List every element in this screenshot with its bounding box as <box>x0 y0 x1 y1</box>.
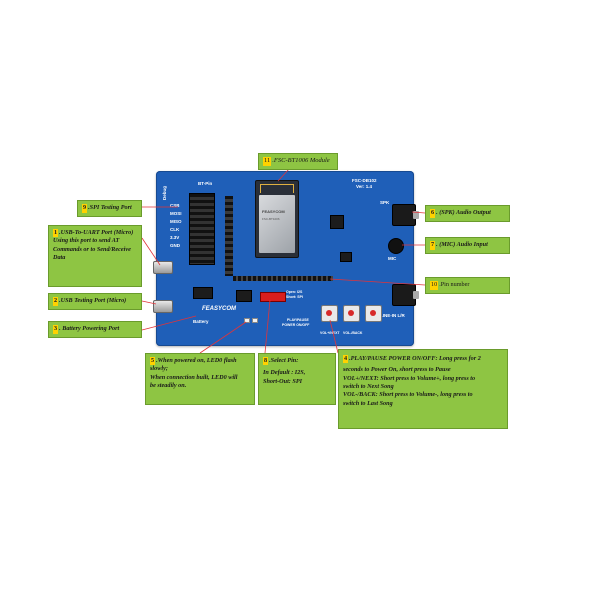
ic-chip <box>236 290 252 302</box>
spi-pin-label: CSB <box>170 203 180 208</box>
badge-number: 10 <box>430 281 439 290</box>
bt-pin-header <box>225 196 233 276</box>
badge-number: 8 <box>263 357 269 366</box>
callout-title: .USB-To-UART Port (Micro) <box>59 229 134 236</box>
callout-led: 5.When powered on, LED0 flash slowly; Wh… <box>145 353 255 405</box>
spi-pin-label: MOSI <box>170 211 182 216</box>
callout-line: VOL-/BACK: Short press to Volume-, long … <box>343 391 473 399</box>
callout-text: .USB Testing Port (Micro) <box>59 297 127 305</box>
callout-pin-number: 10.Pin number <box>425 277 510 294</box>
badge-number: 1 <box>53 229 59 238</box>
bt-module: FEASYCOM FSC-BT1006 <box>255 180 299 258</box>
callout-text: . (MIC) Audio Input <box>436 241 488 249</box>
line-in-jack[interactable] <box>392 284 419 306</box>
badge-number: 2 <box>53 297 59 306</box>
callout-spi: 9.SPI Testing Port <box>77 200 142 217</box>
callout-select-pin: 8.Select Pin: In Default : I2S, Short-Ou… <box>258 353 336 405</box>
callout-text: . (SPK) Audio Output <box>436 209 491 217</box>
line-in-label: LINE-IN L/R <box>380 313 405 318</box>
callout-line: Commands or to Send/Receive <box>53 245 131 253</box>
callout-line: switch to Next Song <box>343 383 394 391</box>
brand-label: FEASYCOM <box>202 306 237 312</box>
battery-label: Battery <box>193 319 209 324</box>
badge-number: 5 <box>150 357 156 366</box>
callout-line: seconds to Power On, short press to Paus… <box>343 366 451 374</box>
ic-chip <box>330 215 344 229</box>
debug-label: Debug <box>162 186 167 200</box>
callout-line: switch to Last Song <box>343 399 393 407</box>
led0 <box>244 318 250 323</box>
callout-line: .Select Pin: <box>269 357 299 364</box>
badge-number: 9 <box>82 204 88 213</box>
short-label: Short: SPI <box>286 295 303 299</box>
callout-line: In Default : I2S, <box>263 369 306 377</box>
callout-buttons: 4.PLAY/PAUSE POWER ON/OFF: Long press fo… <box>338 349 508 429</box>
ic-chip <box>340 252 352 262</box>
callout-line: Short-Out: SPI <box>263 377 303 385</box>
callout-text: .FSC-BT1006 Module <box>272 157 330 165</box>
badge-number: 6 <box>430 209 436 218</box>
vol-back-label: VOL-/BACK <box>343 331 363 335</box>
led1 <box>252 318 258 323</box>
callout-usb-testing: 2.USB Testing Port (Micro) <box>48 293 142 310</box>
vol-back-button[interactable] <box>365 305 382 322</box>
callout-line: be steadily on. <box>150 382 187 390</box>
spk-jack[interactable] <box>392 204 419 226</box>
callout-line: .When powered on, LED0 flash <box>156 357 237 364</box>
btpin-label: BT-Pin <box>198 181 213 186</box>
spi-pin-label: 3.3V <box>170 235 180 240</box>
callout-line: When connection built, LED0 will <box>150 373 238 381</box>
power-label: POWER ON/OFF <box>282 323 310 327</box>
callout-uart: 1.USB-To-UART Port (Micro) Using this po… <box>48 225 142 287</box>
microphone <box>388 238 404 254</box>
callout-text: .SPI Testing Port <box>88 204 132 212</box>
mic-label: MIC <box>388 256 397 261</box>
module-shield <box>259 195 295 253</box>
pin-number-row <box>233 276 333 281</box>
usb-testing-port[interactable] <box>153 300 173 313</box>
spk-label: SPK <box>380 200 390 205</box>
badge-number: 7 <box>430 241 436 250</box>
callout-text: .Pin number <box>439 281 470 289</box>
callout-text: . Battery Powering Port <box>59 325 120 333</box>
play-pause-button[interactable] <box>321 305 338 322</box>
select-pin-jumper[interactable] <box>260 292 286 302</box>
vol-next-button[interactable] <box>343 305 360 322</box>
module-brand: FEASYCOM <box>262 209 285 214</box>
usb-uart-port[interactable] <box>153 261 173 274</box>
callout-line: slowly; <box>150 365 168 373</box>
callout-line: Using this port to send AT <box>53 237 120 245</box>
antenna-trace <box>260 184 294 193</box>
callout-battery: 3. Battery Powering Port <box>48 321 142 338</box>
spi-header <box>189 193 215 265</box>
badge-number: 11 <box>263 157 272 166</box>
spi-pin-label: CLK <box>170 227 180 232</box>
callout-module: 11.FSC-BT1006 Module <box>258 153 338 170</box>
play-label: PLAY/PAUSE <box>287 318 309 322</box>
version-label: Ver: 1.4 <box>356 184 373 189</box>
badge-number: 4 <box>343 355 349 364</box>
model-label: FSC-DB102 <box>352 178 377 183</box>
callout-line: Data <box>53 254 66 262</box>
badge-number: 3 <box>53 325 59 334</box>
module-model: FSC-BT1006 <box>262 217 280 221</box>
ic-chip <box>193 287 213 299</box>
callout-mic: 7. (MIC) Audio Input <box>425 237 510 254</box>
callout-line: VOL+/NEXT: Short press to Volume+, long … <box>343 374 476 382</box>
spi-pin-label: GND <box>170 243 180 248</box>
open-label: Open: I2S <box>286 290 303 294</box>
callout-spk: 6. (SPK) Audio Output <box>425 205 510 222</box>
vol-next-label: VOL+/NEXT <box>320 331 340 335</box>
callout-line: .PLAY/PAUSE POWER ON/OFF: Long press for… <box>349 355 481 362</box>
spi-pin-label: MISO <box>170 219 182 224</box>
